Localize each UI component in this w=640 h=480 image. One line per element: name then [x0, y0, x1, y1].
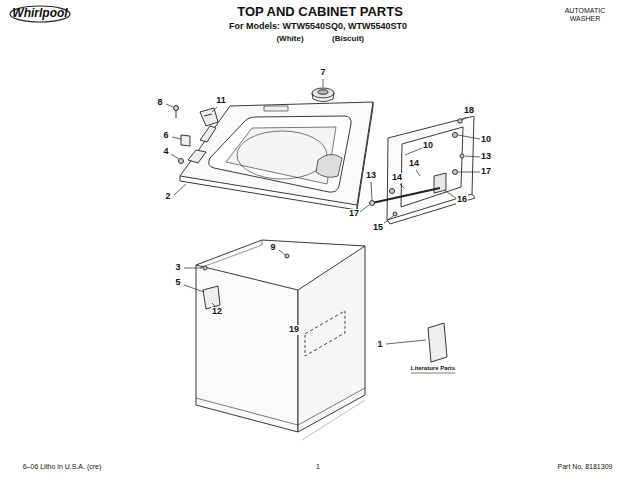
brand-logo: Whirlpool: [11, 7, 68, 20]
callout-number: 16: [456, 195, 468, 205]
callout-number: 13: [480, 152, 492, 162]
callout-number: 2: [164, 192, 171, 202]
callout-number: 4: [162, 147, 169, 157]
callout-number: 17: [480, 167, 492, 177]
hinge-parts: [174, 106, 219, 164]
callout-number: 19: [288, 325, 300, 335]
callout-number: 12: [211, 307, 223, 317]
callout-number: 9: [269, 243, 276, 253]
diagram-title: TOP AND CABINET PARTS: [236, 5, 404, 19]
callout-number: 3: [174, 263, 181, 273]
callout-number: 8: [156, 98, 163, 108]
callout-number: 10: [422, 141, 434, 151]
leader-lines: [166, 79, 480, 344]
callout-number: 7: [319, 68, 326, 78]
washer-cabinet: [196, 240, 365, 440]
callout-number: 14: [408, 159, 420, 169]
callout-number: 18: [463, 106, 475, 116]
callout-number: 6: [162, 131, 169, 141]
callout-number: 5: [174, 278, 181, 288]
callout-number: 17: [348, 209, 360, 219]
callout-number: 14: [391, 173, 403, 183]
model-numbers: For Models: WTW5540SQ0, WTW5540ST0: [228, 22, 408, 32]
callout-number: 10: [480, 135, 492, 145]
callout-number: 13: [365, 171, 377, 181]
callout-number: 15: [372, 223, 384, 233]
knob: [312, 88, 334, 102]
color-note: (White): [275, 35, 304, 44]
callout-number: 1: [376, 340, 383, 350]
part-number: Part No. 8181309: [557, 463, 614, 471]
product-type: AUTOMATIC WASHER: [558, 7, 612, 22]
callout-number: 11: [215, 96, 227, 106]
page-number: 1: [315, 463, 321, 471]
washer-lid: [370, 116, 476, 224]
color-note: (Biscuit): [331, 35, 365, 44]
literature-label: Literature Parts: [410, 365, 456, 372]
print-note: 6–06 Litho in U.S.A. (cre): [22, 463, 103, 471]
washer-top-panel: [180, 102, 373, 210]
logo-ring: [10, 6, 70, 22]
